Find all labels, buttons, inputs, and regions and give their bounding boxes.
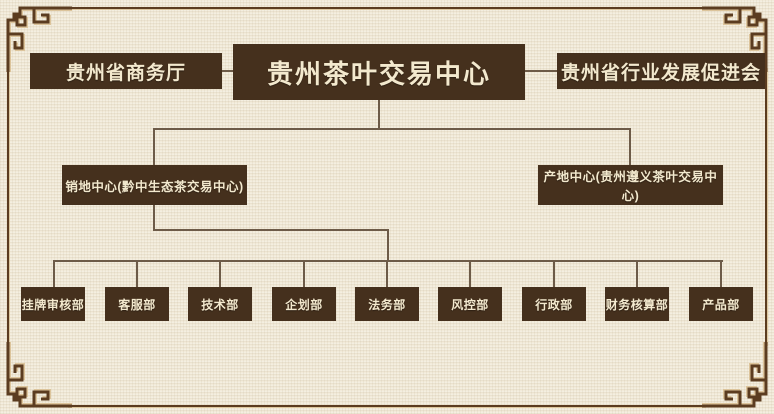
connector-drop-dept-1: [53, 260, 55, 287]
connector-drop-origin-center: [629, 128, 631, 165]
node-left-partner-label: 贵州省商务厅: [65, 62, 186, 84]
connector-drop-dept-2: [136, 260, 138, 287]
frame-border-left: [7, 68, 9, 346]
node-left-partner: 贵州省商务厅: [30, 53, 222, 89]
node-sale-center-label: 销地中心(黔中生态茶交易中心): [65, 179, 244, 194]
node-dept-planning: 企划部: [272, 287, 336, 321]
connector-drop-dept-3: [219, 260, 221, 287]
node-dept-administration: 行政部: [522, 287, 586, 321]
frame-border-bottom: [68, 405, 706, 407]
connector-department-bus: [53, 260, 723, 262]
frame-border-top: [68, 7, 706, 9]
node-root-label: 贵州茶叶交易中心: [266, 58, 491, 89]
node-dept-technology: 技术部: [188, 287, 252, 321]
node-dept-customer-service: 客服部: [105, 287, 169, 321]
dept-label: 风控部: [451, 297, 489, 312]
dept-label: 企划部: [285, 297, 323, 312]
dept-label: 产品部: [702, 297, 740, 312]
dept-label: 客服部: [118, 297, 156, 312]
connector-drop-dept-7: [553, 260, 555, 287]
node-dept-risk-control: 风控部: [438, 287, 502, 321]
connector-drop-dept-8: [636, 260, 638, 287]
dept-label: 行政部: [535, 297, 573, 312]
node-dept-legal: 法务部: [355, 287, 419, 321]
connector-leftpartner-root: [222, 70, 233, 72]
dept-label: 财务核算部: [605, 297, 669, 312]
node-origin-center-label: 产地中心(贵州遵义茶叶交易中心): [543, 170, 718, 203]
frame-border-right: [765, 68, 767, 346]
node-dept-product: 产品部: [689, 287, 753, 321]
connector-level2-bus: [153, 128, 631, 130]
dept-label: 技术部: [201, 297, 239, 312]
dept-label: 法务部: [368, 297, 406, 312]
dept-label: 挂牌审核部: [21, 297, 85, 312]
node-right-partner: 贵州省行业发展促进会: [557, 53, 765, 89]
connector-drop-dept-4: [303, 260, 305, 287]
node-sale-center: 销地中心(黔中生态茶交易中心): [62, 165, 247, 205]
connector-drop-sale-center: [153, 128, 155, 165]
connector-root-rightpartner: [525, 70, 557, 72]
node-right-partner-label: 贵州省行业发展促进会: [560, 62, 761, 84]
node-dept-financial-accounting: 财务核算部: [605, 287, 669, 321]
connector-root-down: [378, 100, 380, 130]
node-dept-listing-review: 挂牌审核部: [21, 287, 85, 321]
corner-ornament-top-left: [0, 0, 72, 72]
corner-ornament-bottom-left: [0, 342, 72, 414]
node-origin-center: 产地中心(贵州遵义茶叶交易中心): [538, 165, 723, 205]
connector-drop-dept-6: [469, 260, 471, 287]
connector-drop-dept-9: [720, 260, 722, 287]
connector-drop-dept-5: [386, 260, 388, 287]
connector-mid-horizontal: [153, 229, 389, 231]
connector-mid-down: [387, 229, 389, 262]
corner-ornament-top-right: [702, 0, 774, 72]
connector-salecenter-down: [153, 205, 155, 231]
corner-ornament-bottom-right: [702, 342, 774, 414]
node-root: 贵州茶叶交易中心: [233, 44, 525, 100]
